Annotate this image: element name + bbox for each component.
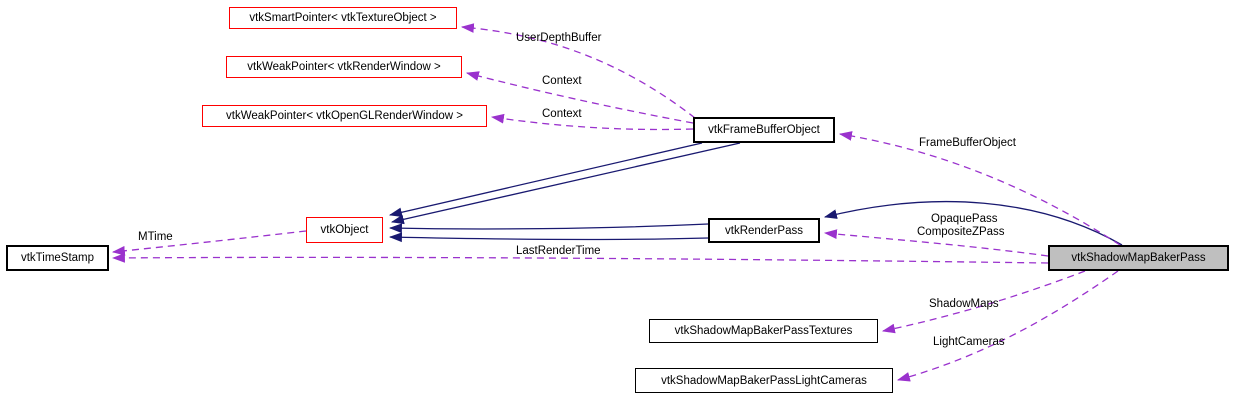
edge-usage-vtkShadowMapBakerPass-to-vtkRenderPass <box>823 229 1049 257</box>
class-node-vtkRenderPass[interactable]: vtkRenderPass <box>708 218 820 243</box>
class-node-vtkObject[interactable]: vtkObject <box>306 217 383 243</box>
edge-label-lightcameras: LightCameras <box>933 336 1005 348</box>
edge-label-mtime: MTime <box>138 231 173 243</box>
edge-label-lastrendertime: LastRenderTime <box>516 245 601 257</box>
edge-label-framebufferobject: FrameBufferObject <box>919 137 1016 149</box>
edge-label-context: Context <box>542 108 582 120</box>
edge-usage-vtkShadowMapBakerPass-to-vtkShadowMapBakerPassTextures <box>881 270 1086 334</box>
class-node-vtkTimeStamp[interactable]: vtkTimeStamp <box>6 245 109 271</box>
edge-inheritance-vtkShadowMapBakerPass-to-vtkRenderPass <box>823 200 1123 246</box>
edge-inheritance-vtkFrameBufferObject-to-vtkObject <box>388 142 703 218</box>
edge-usage-vtkShadowMapBakerPass-to-vtkShadowMapBakerPassLightCameras <box>896 270 1119 382</box>
edge-usage-vtkShadowMapBakerPass-to-vtkTimeStamp <box>111 253 1049 264</box>
edge-usage-vtkObject-to-vtkTimeStamp <box>111 230 307 256</box>
edge-usage-vtkFrameBufferObject-to-vtkWeakPointer-vtkOpenGLRenderWindow <box>490 113 694 131</box>
edge-label-opaquepass: OpaquePass <box>931 213 998 225</box>
edge-label-shadowmaps: ShadowMaps <box>929 298 999 310</box>
edge-usage-vtkFrameBufferObject-to-vtkWeakPointer-vtkRenderWindow <box>465 71 694 124</box>
edge-inheritance-vtkRenderPass-to-vtkObject <box>388 232 709 243</box>
edge-label-userdepthbuffer: UserDepthBuffer <box>516 32 602 44</box>
class-node-vtkWeakPointer-vtkOpenGLRenderWindow[interactable]: vtkWeakPointer< vtkOpenGLRenderWindow > <box>202 105 487 127</box>
edge-usage-vtkFrameBufferObject-to-vtkSmartPointer-vtkTextureObject <box>460 23 696 119</box>
edge-usage-vtkShadowMapBakerPass-to-vtkFrameBufferObject <box>838 131 1121 246</box>
class-node-vtkShadowMapBakerPass[interactable]: vtkShadowMapBakerPass <box>1048 245 1229 271</box>
class-node-vtkShadowMapBakerPassLightCameras[interactable]: vtkShadowMapBakerPassLightCameras <box>635 368 893 393</box>
edge-inheritance-vtkFrameBufferObject-to-vtkObject <box>390 142 741 225</box>
class-node-vtkSmartPointer-vtkTextureObject[interactable]: vtkSmartPointer< vtkTextureObject > <box>229 7 457 29</box>
class-node-vtkWeakPointer-vtkRenderWindow[interactable]: vtkWeakPointer< vtkRenderWindow > <box>226 56 462 78</box>
class-node-vtkFrameBufferObject[interactable]: vtkFrameBufferObject <box>693 117 835 143</box>
edge-label-context: Context <box>542 75 582 87</box>
class-node-vtkShadowMapBakerPassTextures[interactable]: vtkShadowMapBakerPassTextures <box>649 319 878 343</box>
edge-label-compositezpass: CompositeZPass <box>917 226 1005 238</box>
edge-inheritance-vtkRenderPass-to-vtkObject <box>388 223 709 234</box>
